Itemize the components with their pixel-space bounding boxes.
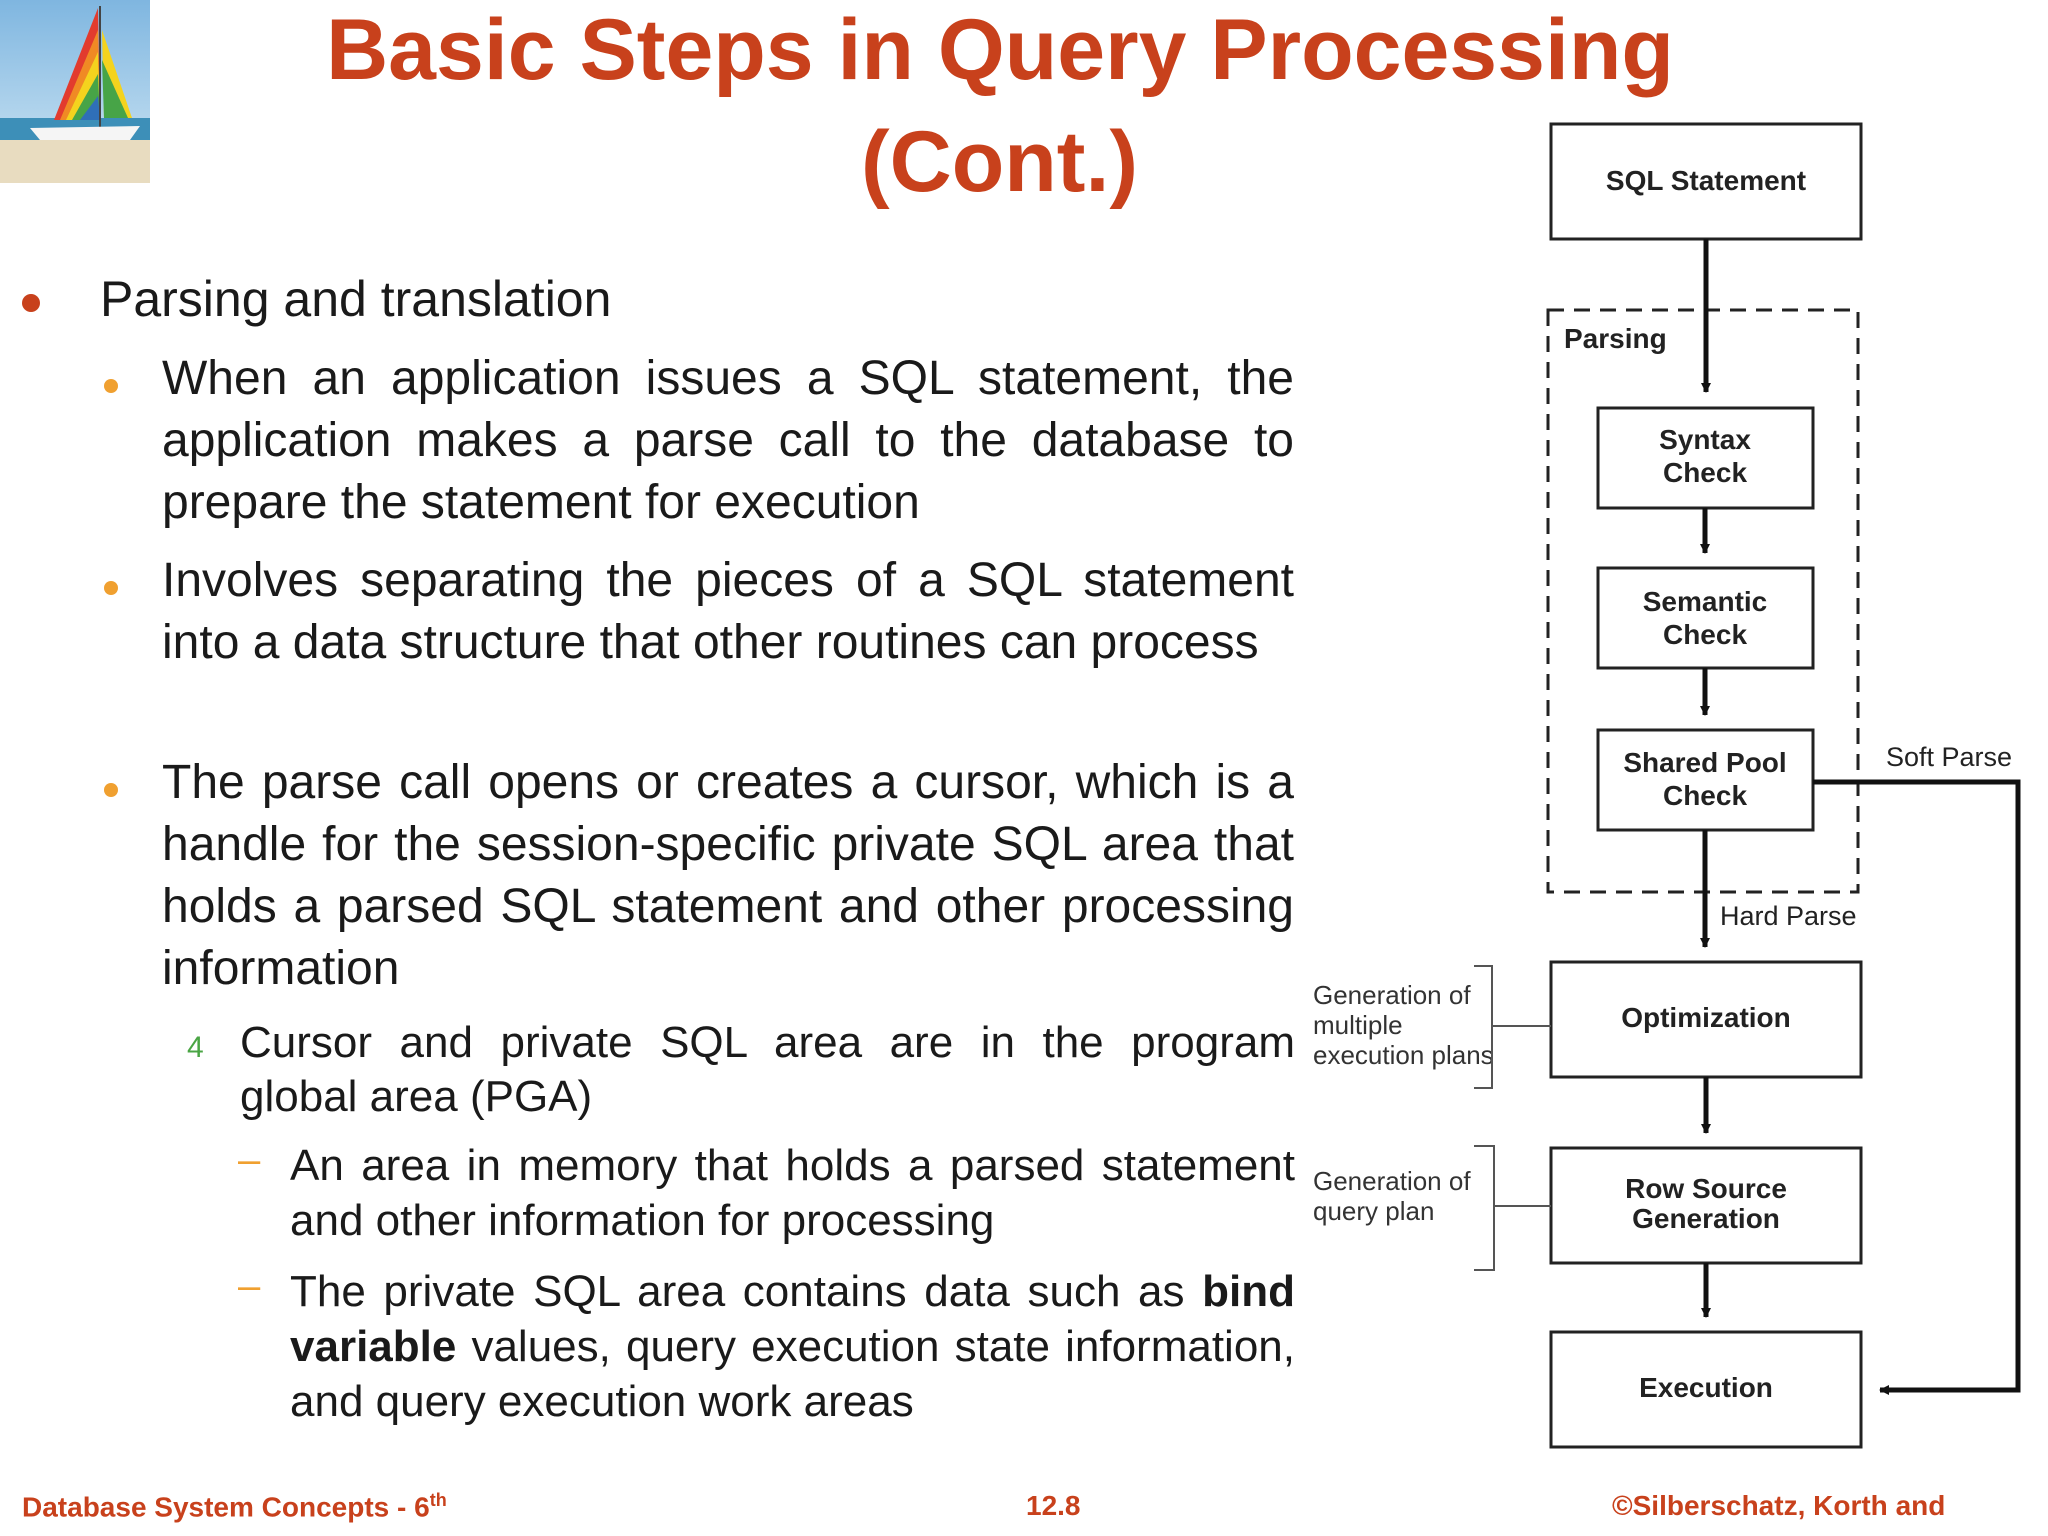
annotation-text: Generation of bbox=[1313, 980, 1471, 1010]
bullet-level2-item: Involves separating the pieces of a SQL … bbox=[162, 554, 1294, 669]
bullet-dot-icon bbox=[104, 581, 118, 595]
annotation-text: execution plans bbox=[1313, 1040, 1494, 1070]
soft-parse-label: Soft Parse bbox=[1886, 742, 2012, 772]
box-sql-statement: SQL Statement bbox=[1549, 122, 1863, 241]
bullet-level4-bold-term: bind variable bbox=[290, 1267, 1295, 1371]
annotation-text: query plan bbox=[1313, 1196, 1434, 1226]
flow-arrows bbox=[1700, 239, 2021, 1395]
box-label: Check bbox=[1663, 457, 1747, 488]
bullet-dot-icon bbox=[104, 783, 118, 797]
box-optimization: Optimization bbox=[1549, 960, 1863, 1079]
footer-page-number: 12.8 bbox=[1026, 1490, 1081, 1521]
hard-parse-label: Hard Parse bbox=[1720, 901, 1857, 931]
box-label: Generation bbox=[1632, 1203, 1780, 1234]
box-label: Semantic bbox=[1643, 586, 1768, 617]
box-label: SQL Statement bbox=[1606, 165, 1806, 196]
title-line-1: Basic Steps in Query Processing bbox=[326, 2, 1674, 98]
bullet-dot-icon bbox=[22, 294, 40, 312]
box-label: Check bbox=[1663, 619, 1747, 650]
bullet-level3-item: Cursor and private SQL area are in the p… bbox=[240, 1018, 1295, 1121]
bullet-level2-item: When an application issues a SQL stateme… bbox=[162, 352, 1294, 529]
box-semantic-check: Semantic Check bbox=[1596, 566, 1815, 670]
sailboat-logo bbox=[0, 0, 150, 183]
bullet-level4-item: The private SQL area contains data such … bbox=[290, 1264, 1295, 1429]
box-row-source-generation: Row Source Generation bbox=[1549, 1146, 1863, 1265]
annotation-text: Generation of bbox=[1313, 1166, 1471, 1196]
title-line-2: (Cont.) bbox=[861, 114, 1138, 210]
bullet-level1: Parsing and translation bbox=[100, 271, 612, 327]
parsing-label: Parsing bbox=[1564, 323, 1667, 354]
footer-left: Database System Concepts - 6th bbox=[22, 1490, 447, 1523]
bullet-dash-marker: – bbox=[238, 1138, 261, 1182]
box-label: Shared Pool bbox=[1623, 747, 1786, 778]
annotation-text: multiple bbox=[1313, 1010, 1403, 1040]
box-label: Execution bbox=[1639, 1372, 1773, 1403]
bullet-level4-text: values, query execution state informatio… bbox=[290, 1322, 1295, 1426]
box-label: Check bbox=[1663, 780, 1747, 811]
bullet-level4-text: The private SQL area contains data such … bbox=[290, 1267, 1203, 1316]
bullet-level4-item: An area in memory that holds a parsed st… bbox=[290, 1141, 1295, 1245]
box-execution: Execution bbox=[1549, 1330, 1863, 1449]
bullet-number-marker: 4 bbox=[187, 1031, 204, 1064]
footer-left-sup: th bbox=[429, 1490, 447, 1510]
box-shared-pool-check: Shared Pool Check bbox=[1596, 728, 1815, 832]
bullet-dash-marker: – bbox=[238, 1264, 261, 1308]
box-label: Syntax bbox=[1659, 424, 1751, 455]
slide-title: Basic Steps in Query Processing (Cont.) bbox=[150, 0, 1850, 218]
bullet-level2-item: The parse call opens or creates a cursor… bbox=[162, 756, 1294, 995]
annotation-query-plan: Generation of query plan bbox=[1313, 1145, 1551, 1271]
box-label: Row Source bbox=[1625, 1173, 1787, 1204]
box-syntax-check: Syntax Check bbox=[1596, 406, 1815, 510]
box-label: Optimization bbox=[1621, 1002, 1791, 1033]
annotation-multiple-plans: Generation of multiple execution plans bbox=[1313, 965, 1551, 1089]
footer-left-text: Database System Concepts - 6 bbox=[22, 1491, 430, 1523]
bullet-dot-icon bbox=[104, 379, 118, 393]
footer-right: ©Silberschatz, Korth and bbox=[1612, 1490, 1946, 1521]
